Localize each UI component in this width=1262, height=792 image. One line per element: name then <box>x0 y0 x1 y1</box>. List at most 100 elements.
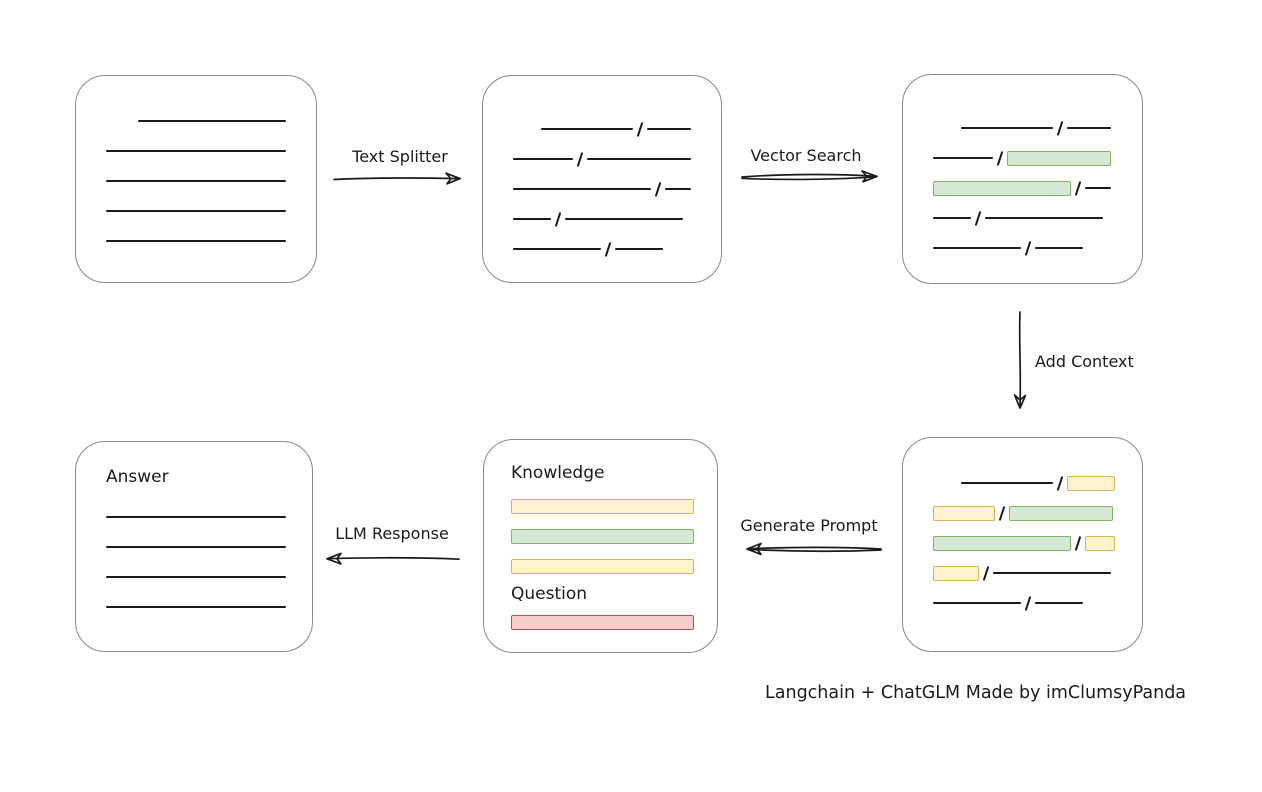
bar-row <box>511 521 694 551</box>
chunk-row <box>933 173 1112 203</box>
text-line <box>1067 127 1112 129</box>
text-line <box>1035 602 1084 604</box>
text-line <box>933 602 1021 604</box>
chunk-row <box>961 113 1112 143</box>
chunk-row <box>106 226 286 256</box>
green-highlight-bar <box>1009 505 1114 521</box>
slash-separator <box>654 181 662 197</box>
vector-search-arrow <box>740 167 888 185</box>
add-context-arrow <box>1010 310 1030 418</box>
text-splitter-label: Text Splitter <box>352 147 448 166</box>
chunk-row <box>933 588 1110 618</box>
chunk-row <box>513 204 689 234</box>
text-line <box>985 217 1104 219</box>
document-box <box>75 75 317 283</box>
chunk-row <box>933 528 1116 558</box>
chunk-row <box>138 106 286 136</box>
text-line <box>513 248 601 250</box>
text-line <box>933 217 971 219</box>
matched-chunks-box <box>902 74 1143 284</box>
text-line <box>106 516 286 518</box>
green-highlight-bar <box>933 535 1071 551</box>
bar-row <box>511 607 694 637</box>
chunk-row <box>933 233 1110 263</box>
yellow-highlight-bar <box>1085 535 1116 551</box>
answer-label: Answer <box>106 467 169 487</box>
answer-lines <box>106 502 286 622</box>
text-line <box>933 157 993 159</box>
chunk-row <box>106 166 286 196</box>
text-line <box>647 128 692 130</box>
green-highlight-bar <box>511 528 694 544</box>
text-line <box>1035 247 1084 249</box>
text-line <box>961 482 1053 484</box>
slash-separator <box>554 211 562 227</box>
chunk-row <box>513 174 692 204</box>
text-line <box>106 210 286 212</box>
text-line <box>961 127 1053 129</box>
red-highlight-bar <box>511 614 694 630</box>
slash-separator <box>604 241 612 257</box>
bar-row <box>511 491 694 521</box>
text-line <box>513 218 551 220</box>
yellow-highlight-bar <box>1067 475 1116 491</box>
text-line <box>933 247 1021 249</box>
bar-row <box>511 551 694 581</box>
text-line <box>513 158 573 160</box>
text-line <box>587 158 692 160</box>
chunk-row <box>106 562 286 592</box>
chunk-row <box>933 498 1114 528</box>
llm-response-label: LLM Response <box>335 524 449 543</box>
yellow-highlight-bar <box>511 558 694 574</box>
chunk-row <box>933 143 1112 173</box>
slash-separator <box>996 150 1004 166</box>
text-line <box>541 128 633 130</box>
slash-separator <box>1056 120 1064 136</box>
text-line <box>106 180 286 182</box>
question-label: Question <box>511 584 588 604</box>
answer-box: Answer <box>75 441 313 652</box>
text-line <box>106 576 286 578</box>
text-splitter-arrow <box>333 170 467 186</box>
slash-separator <box>636 121 644 137</box>
chunk-row <box>106 502 286 532</box>
chunk-row <box>933 558 1112 588</box>
chunk-row <box>106 196 286 226</box>
slash-separator <box>1074 180 1082 196</box>
yellow-highlight-bar <box>933 505 995 521</box>
green-highlight-bar <box>1007 150 1112 166</box>
knowledge-label: Knowledge <box>511 463 605 483</box>
slash-separator <box>998 505 1006 521</box>
chunk-row <box>933 203 1110 233</box>
text-line <box>1085 187 1112 189</box>
slash-separator <box>1024 595 1032 611</box>
split-chunks-box <box>482 75 722 283</box>
generate-prompt-arrow <box>738 540 883 557</box>
text-line <box>665 188 692 190</box>
slash-separator <box>576 151 584 167</box>
text-line <box>565 218 684 220</box>
slash-separator <box>982 565 990 581</box>
text-line <box>615 248 664 250</box>
context-chunks-box <box>902 437 1143 652</box>
green-highlight-bar <box>933 180 1071 196</box>
text-line <box>106 240 286 242</box>
slash-separator <box>1074 535 1082 551</box>
text-line <box>993 572 1112 574</box>
chunk-row <box>961 468 1116 498</box>
slash-separator <box>1056 475 1064 491</box>
text-line <box>106 606 286 608</box>
chunk-row <box>541 114 692 144</box>
knowledge-bars <box>511 491 694 581</box>
question-bars <box>511 607 694 637</box>
add-context-label: Add Context <box>1035 352 1134 371</box>
yellow-highlight-bar <box>933 565 979 581</box>
yellow-highlight-bar <box>511 498 694 514</box>
slash-separator <box>1024 240 1032 256</box>
chunk-row <box>106 136 286 166</box>
chunk-row <box>513 144 692 174</box>
text-line <box>138 120 286 122</box>
chunk-row <box>106 532 286 562</box>
llm-response-arrow <box>320 550 461 566</box>
